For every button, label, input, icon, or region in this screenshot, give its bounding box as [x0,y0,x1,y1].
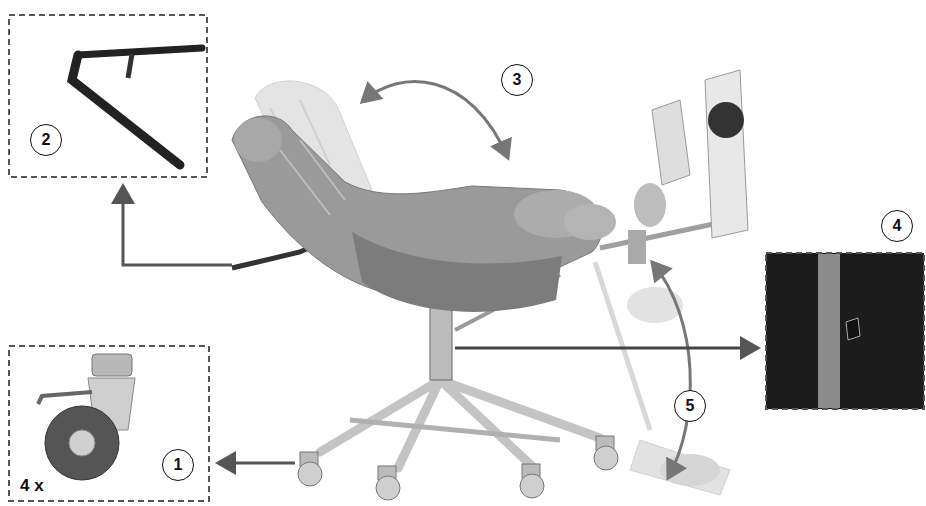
brake-lever [38,392,92,404]
quantity-label: 4 x [20,476,44,496]
ghost-foot-pad [660,454,720,486]
handle-tube [72,55,180,165]
side-panel [352,232,562,312]
harness-strap [280,140,345,215]
tilt-arrow [362,82,508,158]
base-frame [320,380,600,468]
handle-knob [128,54,132,78]
caster-wheel [376,476,400,500]
callout-number: 2 [42,132,51,148]
caster-wheel [520,474,544,498]
calf-pad [634,183,666,227]
legrest-arrow [652,262,690,478]
caster-stem [92,354,132,376]
callout-number: 3 [513,72,522,88]
leader-arrow [455,347,758,350]
leader-arrow [123,186,232,265]
leader-arrow [218,462,295,465]
foot-support [705,70,748,238]
base-crossbar [350,420,560,440]
knee-cushion [564,204,616,240]
column-detail [818,254,840,408]
callout-circle: 4 [881,210,913,242]
handle-bar [78,48,202,55]
ghost-calf-pad [627,287,683,323]
caster-wheel [594,446,618,470]
detail-box [9,15,207,177]
wheel-hub [69,430,95,456]
callout-circle: 3 [501,64,533,96]
callout-circle: 2 [30,124,62,156]
callout-number: 1 [174,457,183,473]
callout-number: 4 [893,218,902,234]
callout-circle: 5 [674,390,706,422]
callout-number: 5 [686,398,695,414]
legrest-clamp [628,230,646,264]
head-cushion [234,118,282,162]
foot-strap-disc [708,102,744,138]
push-handle [232,245,315,268]
detail-box [9,346,209,501]
caster-wheel-detail [45,406,119,480]
foot-plate [652,100,690,185]
ghost-legrest [595,262,650,430]
lock-lever [846,318,860,340]
callout-circle: 1 [162,449,194,481]
detail-box [766,253,924,409]
caster-wheel [298,462,322,486]
